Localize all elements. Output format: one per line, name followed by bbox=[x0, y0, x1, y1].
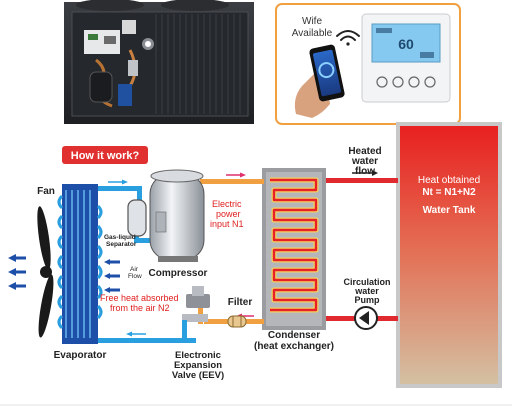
wifi-label-line2: Available bbox=[292, 28, 333, 39]
heat-obtained-line2: Nt = N1+N2 bbox=[422, 187, 476, 198]
gas-liquid-separator-icon bbox=[127, 199, 147, 237]
wifi-icon bbox=[336, 30, 360, 46]
air-flow-line1: Air bbox=[130, 266, 139, 273]
how-it-works-label: How it work? bbox=[71, 150, 140, 162]
thermostat-button-4 bbox=[424, 76, 436, 88]
air-flow-line2: Flow bbox=[128, 273, 142, 280]
circ-line1: Circulation bbox=[343, 277, 390, 287]
wifi-control-inset: Wife Available 60 bbox=[275, 3, 461, 125]
condenser bbox=[262, 168, 326, 330]
thermostat-button-1 bbox=[376, 76, 388, 88]
evaporator bbox=[57, 184, 103, 344]
eev-line2: Expansion bbox=[174, 360, 222, 371]
air-flow-arrows bbox=[8, 254, 120, 293]
smartphone-image bbox=[309, 44, 345, 102]
condenser-line2: (heat exchanger) bbox=[254, 341, 334, 352]
heated-line2: water bbox=[351, 156, 378, 167]
compressor-label: Compressor bbox=[149, 268, 208, 279]
water-tank-label: Water Tank bbox=[423, 205, 476, 216]
eev-line3: Valve (EEV) bbox=[172, 370, 224, 381]
cold-refrigerant-pipe-top bbox=[96, 179, 156, 243]
heated-water-flow-arrow bbox=[352, 170, 378, 176]
fan-label: Fan bbox=[37, 186, 55, 197]
thermostat-display: 60 bbox=[398, 36, 414, 52]
hot-refrigerant-pipe bbox=[200, 172, 264, 184]
compressor-icon bbox=[149, 169, 205, 262]
evaporator-label: Evaporator bbox=[54, 350, 107, 361]
gas-liquid-line1: Gas-liquid bbox=[104, 234, 136, 241]
thermostat-panel: 60 bbox=[361, 13, 451, 103]
free-heat-line2: from the air N2 bbox=[110, 303, 170, 313]
electric-line1: Electric bbox=[212, 199, 242, 209]
circ-line2: water bbox=[354, 286, 379, 296]
filter-label: Filter bbox=[228, 297, 253, 308]
electric-line3: input N1 bbox=[210, 219, 244, 229]
fan-icon bbox=[37, 206, 54, 338]
filter-icon bbox=[227, 315, 247, 328]
gas-liquid-line2: Separator bbox=[106, 241, 137, 248]
cold-refrigerant-pipe-bottom bbox=[96, 320, 196, 343]
thermostat-button-3 bbox=[408, 76, 420, 88]
condenser-line1: Condenser bbox=[268, 330, 320, 341]
heat-obtained-line1: Heat obtained bbox=[418, 175, 480, 186]
heat-pump-unit-photo bbox=[64, 0, 254, 124]
eev-line1: Electronic bbox=[175, 350, 221, 361]
circulation-pump-icon bbox=[354, 306, 378, 330]
heated-line3: flow bbox=[355, 166, 375, 177]
heated-line1: Heated bbox=[348, 146, 381, 157]
water-tank: Heat obtained Nt = N1+N2 Water Tank bbox=[396, 122, 502, 388]
circ-line3: Pump bbox=[354, 295, 380, 305]
thermostat-button-2 bbox=[392, 76, 404, 88]
wifi-label-line1: Wife bbox=[302, 16, 322, 27]
how-it-works-badge: How it work? bbox=[62, 146, 148, 164]
electric-line2: power bbox=[216, 209, 241, 219]
free-heat-line1: Free heat absorbed bbox=[100, 293, 179, 303]
eev-valve-icon bbox=[182, 286, 210, 322]
